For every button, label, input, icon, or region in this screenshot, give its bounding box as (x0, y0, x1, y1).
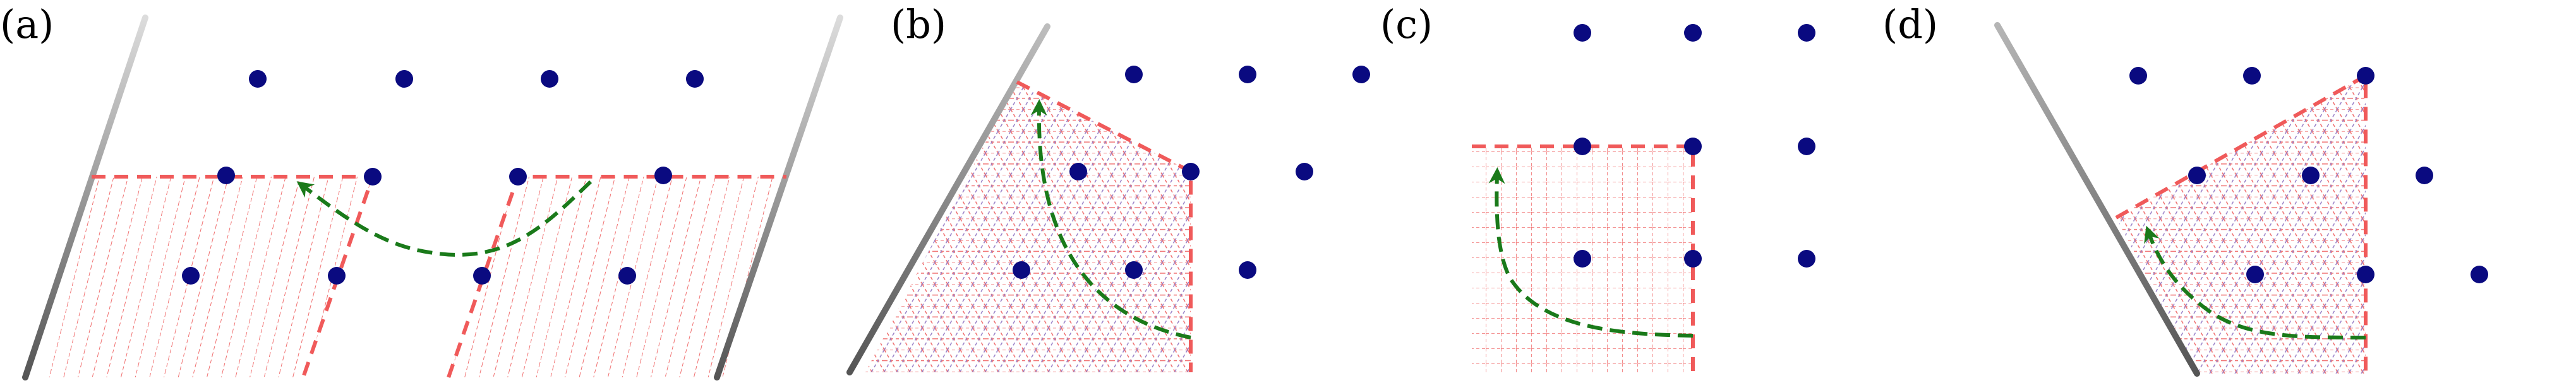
lattice-point (1684, 250, 1702, 268)
lattice-point (249, 70, 267, 88)
lattice-point (2416, 167, 2433, 184)
panel-b-hatched-region (865, 82, 1191, 372)
lattice-point (328, 267, 346, 285)
panel-d-hatched-region (2116, 76, 2366, 374)
lattice-point (2188, 167, 2206, 184)
lattice-point (1574, 250, 1591, 268)
lattice-point (395, 70, 413, 88)
lattice-point (1684, 138, 1702, 155)
lattice-point (1798, 24, 1815, 42)
lattice-point (1239, 261, 1256, 279)
lattice-point (1352, 66, 1370, 83)
lattice-point (1684, 24, 1702, 42)
panel-b-label: (b) (891, 1, 946, 47)
panel-d-label: (d) (1882, 1, 1938, 47)
lattice-point (1069, 163, 1087, 180)
lattice-point (2243, 67, 2261, 85)
panel-a-transport-arrow (296, 180, 593, 257)
panel-a-right-wall (714, 15, 843, 380)
panel-b-transport-arrow (1030, 99, 1191, 339)
lattice-point (1574, 138, 1591, 155)
panel-c-lattice (1574, 24, 1815, 268)
lattice-point (1125, 261, 1143, 279)
lattice-point (1296, 163, 1313, 180)
panel-a-hatched-region-left (37, 177, 373, 377)
panel-a: (a) (0, 1, 843, 380)
lattice-point (2246, 266, 2264, 283)
lattice-point (1574, 24, 1591, 42)
panel-b: (b) (846, 1, 1370, 375)
lattice-point (1013, 261, 1030, 279)
panel-d-transport-arrow (2144, 225, 2366, 339)
lattice-point (217, 167, 235, 184)
panel-d: (d) (1882, 1, 2568, 377)
lattice-point (1125, 66, 1143, 83)
lattice-point (1798, 138, 1815, 155)
lattice-point (686, 70, 704, 88)
panel-c-cut-boundary (1472, 144, 1695, 374)
lattice-point (1239, 66, 1256, 83)
panel-c-transport-arrow (1488, 167, 1694, 338)
lattice-point (182, 267, 200, 285)
lattice-point (2357, 266, 2374, 283)
lattice-point (364, 168, 382, 186)
lattice-point (509, 168, 527, 186)
panel-c: (c) (1380, 1, 1838, 377)
lattice-point (654, 167, 672, 184)
panel-b-left-wall (846, 23, 1050, 375)
lattice-point (541, 70, 558, 88)
panel-a-label: (a) (0, 1, 54, 47)
panel-d-left-wall (1994, 22, 2200, 377)
lattice-point (2302, 167, 2320, 184)
panel-b-lattice (1013, 66, 1370, 279)
lattice-point (618, 267, 636, 285)
panel-c-label: (c) (1380, 1, 1433, 47)
lattice-point (2471, 266, 2488, 283)
lattice-point (473, 267, 491, 285)
lattice-point (1798, 250, 1815, 268)
panel-d-lattice (2129, 67, 2488, 283)
lattice-point (2129, 67, 2147, 85)
panel-a-left-wall (22, 15, 148, 380)
panel-a-hatched-region-right (448, 177, 786, 377)
lattice-point (1182, 163, 1200, 180)
panel-a-lattice (182, 70, 704, 285)
lattice-point (2357, 67, 2374, 85)
